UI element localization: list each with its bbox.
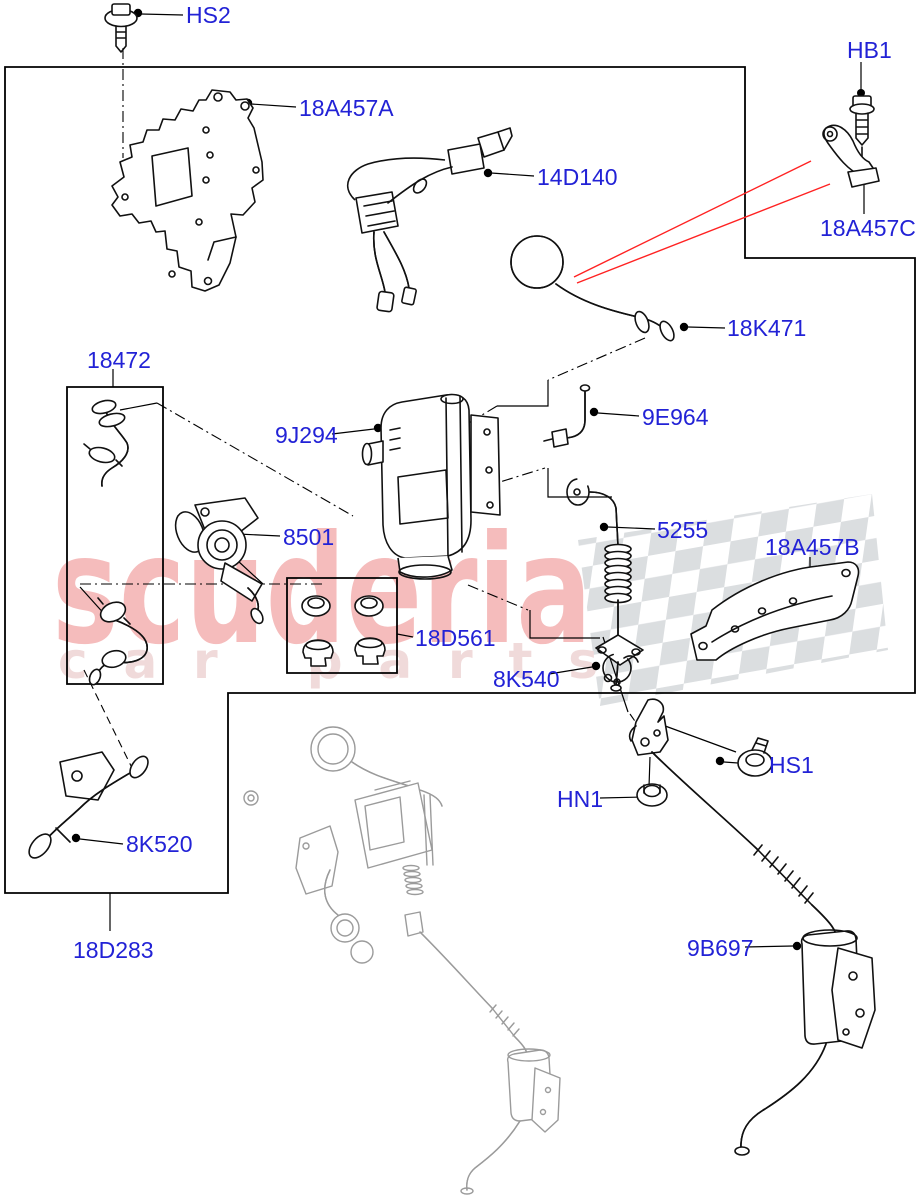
part-18a457b-bracket <box>691 562 859 660</box>
label-leaders <box>71 8 868 951</box>
diagram-frames <box>5 67 915 893</box>
part-label-8k520[interactable]: 8K520 <box>126 831 193 857</box>
part-14d140-wiring-harness <box>348 128 512 312</box>
part-hs1-screw <box>738 738 772 776</box>
part-label-18d283[interactable]: 18D283 <box>73 937 154 963</box>
part-label-8k540[interactable]: 8K540 <box>493 666 560 692</box>
part-label-hs1[interactable]: HS1 <box>769 752 814 778</box>
part-label-hs2[interactable]: HS2 <box>186 2 231 28</box>
part-hn1-nut <box>637 784 667 806</box>
part-label-9e964[interactable]: 9E964 <box>642 404 709 430</box>
part-hs2-screw <box>105 4 137 52</box>
part-label-hn1[interactable]: HN1 <box>557 786 604 812</box>
part-label-18k471[interactable]: 18K471 <box>727 315 807 341</box>
part-18k471-hose <box>511 236 677 343</box>
part-18a457a-bracket <box>112 90 263 291</box>
part-18472-hose <box>84 398 128 486</box>
part-18d561-grommet-kit <box>302 596 385 666</box>
part-label-9j294[interactable]: 9J294 <box>275 422 338 448</box>
part-label-hb1[interactable]: HB1 <box>847 37 892 63</box>
part-label-14d140[interactable]: 14D140 <box>537 164 618 190</box>
part-hb1-bolt <box>850 96 874 176</box>
part-label-18a457c[interactable]: 18A457C <box>820 215 916 241</box>
part-5255-coolant-pipe <box>567 479 643 691</box>
outer-frame <box>5 67 915 893</box>
part-label-18472[interactable]: 18472 <box>87 347 151 373</box>
part-18d283-hose <box>87 598 147 686</box>
part-8k520-hose <box>25 752 152 862</box>
part-exhaust-hanger-bracket <box>630 699 668 755</box>
part-8k540-clamp <box>603 654 638 685</box>
watermark: scuderia car parts <box>52 494 888 706</box>
frame-18D561 <box>287 578 397 673</box>
red-highlight-leaders <box>574 161 830 283</box>
part-18a457c-bracket <box>823 125 879 187</box>
part-label-18a457a[interactable]: 18A457A <box>299 95 394 121</box>
part-label-8501[interactable]: 8501 <box>283 524 335 550</box>
part-label-18a457b[interactable]: 18A457B <box>765 534 860 560</box>
frame-18472 <box>67 387 163 684</box>
part-9b697-exhaust <box>652 752 875 1155</box>
part-8501-coolant-pump <box>170 498 265 625</box>
part-label-9b697[interactable]: 9B697 <box>687 935 754 961</box>
part-label-18d561[interactable]: 18D561 <box>415 625 496 651</box>
part-9j294-fuel-fired-heater <box>363 395 501 580</box>
part-label-5255[interactable]: 5255 <box>657 517 709 543</box>
part-9e964-vent-pipe <box>544 385 590 447</box>
assembled-unit-reference-drawing <box>244 727 560 1194</box>
